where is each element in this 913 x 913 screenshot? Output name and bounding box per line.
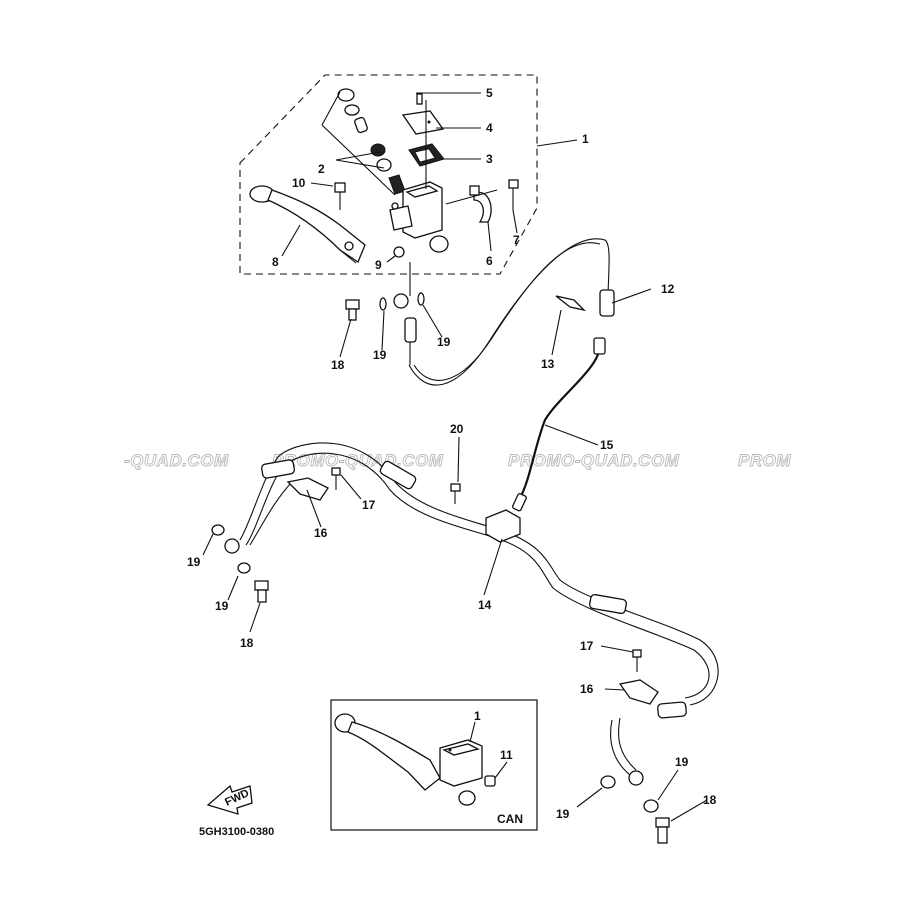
- pivot-bolt: [334, 182, 405, 258]
- watermark: -QUAD.COM PROMO-QUAD.COM PROMO-QUAD.COM …: [124, 451, 792, 471]
- callout-7: 7: [513, 233, 520, 247]
- master-cylinder-assembly: [249, 88, 519, 264]
- callout-16: 16: [314, 526, 328, 540]
- callout-13: 13: [541, 357, 555, 371]
- inset-label: CAN: [497, 812, 523, 826]
- right-end-fittings: [600, 649, 670, 844]
- callout-17: 17: [580, 639, 594, 653]
- callout-16: 16: [580, 682, 594, 696]
- callout-18: 18: [331, 358, 345, 372]
- callout-6: 6: [486, 254, 493, 268]
- watermark-text: -QUAD.COM: [124, 451, 229, 470]
- callout-1-inset: 1: [474, 709, 481, 723]
- callout-19: 19: [437, 335, 451, 349]
- callout-10: 10: [292, 176, 306, 190]
- callout-19: 19: [187, 555, 201, 569]
- callout-18: 18: [703, 793, 717, 807]
- callout-5: 5: [486, 86, 493, 100]
- callout-9: 9: [375, 258, 382, 272]
- watermark-text: PROMO-QUAD.COM: [508, 451, 680, 470]
- callout-19: 19: [675, 755, 689, 769]
- watermark-text: PROM: [738, 451, 791, 470]
- handlebar-clamp: [469, 179, 519, 223]
- callout-3: 3: [486, 152, 493, 166]
- assembly-boundary: [239, 74, 538, 275]
- callout-19: 19: [556, 807, 570, 821]
- callout-19: 19: [215, 599, 229, 613]
- left-end-fittings: [211, 467, 461, 603]
- fwd-arrow-icon: FWD: [206, 784, 253, 815]
- can-inset: [330, 699, 538, 831]
- callout-17: 17: [362, 498, 376, 512]
- reservoir-cap: [401, 93, 445, 167]
- callout-4: 4: [486, 121, 493, 135]
- callout-12: 12: [661, 282, 675, 296]
- callout-19: 19: [373, 348, 387, 362]
- callout-15: 15: [600, 438, 614, 452]
- cylinder-body: [389, 181, 449, 253]
- callout-2: 2: [318, 162, 325, 176]
- callout-1: 1: [582, 132, 589, 146]
- callout-18: 18: [240, 636, 254, 650]
- piston-kit: [321, 88, 406, 196]
- callout-20: 20: [450, 422, 464, 436]
- banjo-fitting-top: [345, 262, 425, 365]
- brake-lever: [249, 185, 366, 264]
- drawing-code: 5GH3100-0380: [199, 826, 274, 838]
- brake-pipe: [519, 344, 602, 499]
- hose-bracket-13: [555, 295, 587, 312]
- callout-labels: 1 2 3 4 5 6 7 8 9 10 12 13 14 15 16 16 1…: [187, 86, 717, 826]
- callout-8: 8: [272, 255, 279, 269]
- callout-14: 14: [478, 598, 492, 612]
- hose-fitting-12: [599, 289, 615, 317]
- leader-lines: [202, 92, 708, 822]
- hose-joint-14: [485, 509, 521, 543]
- callout-11-inset: 11: [500, 748, 513, 762]
